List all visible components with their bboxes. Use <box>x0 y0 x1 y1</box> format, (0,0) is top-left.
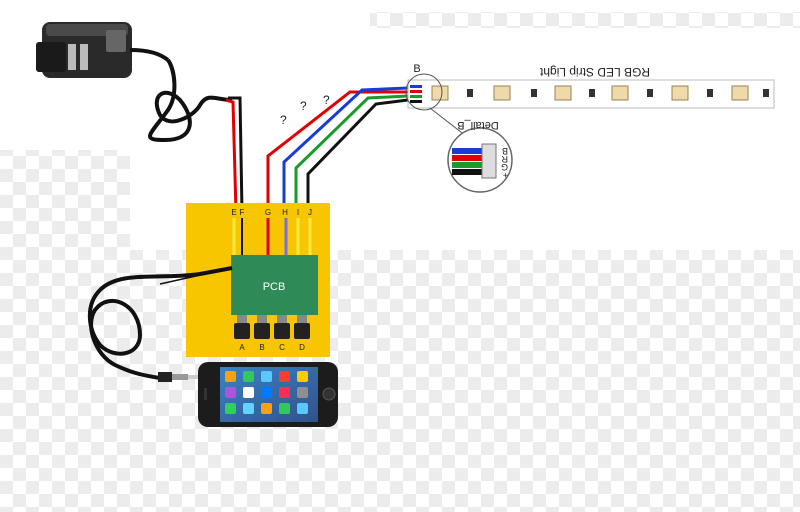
app-icon <box>297 371 308 382</box>
strip-marker: B <box>413 63 420 75</box>
pin-label-e: E <box>231 208 236 217</box>
pin-label-f: F <box>240 208 245 217</box>
connector-magnifier-circle <box>405 73 443 111</box>
app-icon <box>261 387 272 398</box>
strip-pad <box>410 90 422 93</box>
pin-label-j: J <box>308 208 312 217</box>
app-icon <box>279 387 290 398</box>
app-icon <box>297 387 308 398</box>
led-chip <box>589 89 595 97</box>
detail-pin-plus: + <box>503 170 508 180</box>
pot-label-a: A <box>239 343 245 352</box>
led-chip <box>493 85 511 101</box>
strip-pad <box>410 95 422 98</box>
detail-title: Detail_B <box>457 119 499 131</box>
detail-pin-r: R <box>501 154 508 164</box>
app-icon <box>243 371 254 382</box>
audio-cable-icon <box>87 266 233 382</box>
pcb-label: PCB <box>263 281 286 293</box>
pot-label-c: C <box>279 343 285 352</box>
unknown-mark-1: ? <box>280 113 287 127</box>
led-chip <box>431 85 449 101</box>
smartphone-icon <box>198 362 338 427</box>
pin-label-i: I <box>297 208 299 217</box>
app-icon <box>297 403 308 414</box>
app-icon <box>225 371 236 382</box>
white-patch-top <box>0 0 800 12</box>
pot-label-d: D <box>299 343 305 352</box>
pin-wires <box>232 218 312 255</box>
unknown-mark-2: ? <box>300 99 307 113</box>
led-chip <box>467 89 473 97</box>
strip-title: RGB LED Strip Light <box>539 65 650 79</box>
app-icon <box>261 371 272 382</box>
power-wire-black <box>228 96 244 213</box>
power-wire-red <box>225 98 238 213</box>
pot-label-b: B <box>259 343 264 352</box>
led-strip: RGB LED Strip Light B <box>407 63 775 109</box>
app-icon <box>225 403 236 414</box>
detail-leader-line <box>429 107 467 137</box>
led-chip <box>611 85 629 101</box>
app-icon <box>261 403 272 414</box>
led-chip <box>554 85 572 101</box>
power-adapter-icon <box>36 22 233 143</box>
strip-wire-green <box>294 94 409 212</box>
detail-pin-b: B <box>502 146 508 156</box>
detail-pin-g: G <box>501 162 508 172</box>
strip-pad <box>410 85 422 88</box>
led-chip <box>731 85 749 101</box>
led-chip <box>647 89 653 97</box>
app-icon <box>243 387 254 398</box>
pin-label-h: H <box>282 208 288 217</box>
pin-label-g: G <box>265 208 271 217</box>
app-icon <box>279 371 290 382</box>
led-chip <box>671 85 689 101</box>
strip-wire-red <box>266 90 408 212</box>
app-icon <box>243 403 254 414</box>
led-chip <box>763 89 769 97</box>
potentiometers <box>234 315 310 339</box>
strip-wire-blue <box>282 86 409 212</box>
strip-wire-black <box>306 98 409 212</box>
strip-pad <box>410 100 422 103</box>
app-icon <box>225 387 236 398</box>
led-chip <box>707 89 713 97</box>
pcb-module <box>231 255 318 315</box>
led-chip <box>531 89 537 97</box>
unknown-mark-3: ? <box>323 93 330 107</box>
app-icon <box>279 403 290 414</box>
white-patch-right <box>370 28 800 250</box>
detail-b: Detail_B B R G + <box>447 119 513 193</box>
